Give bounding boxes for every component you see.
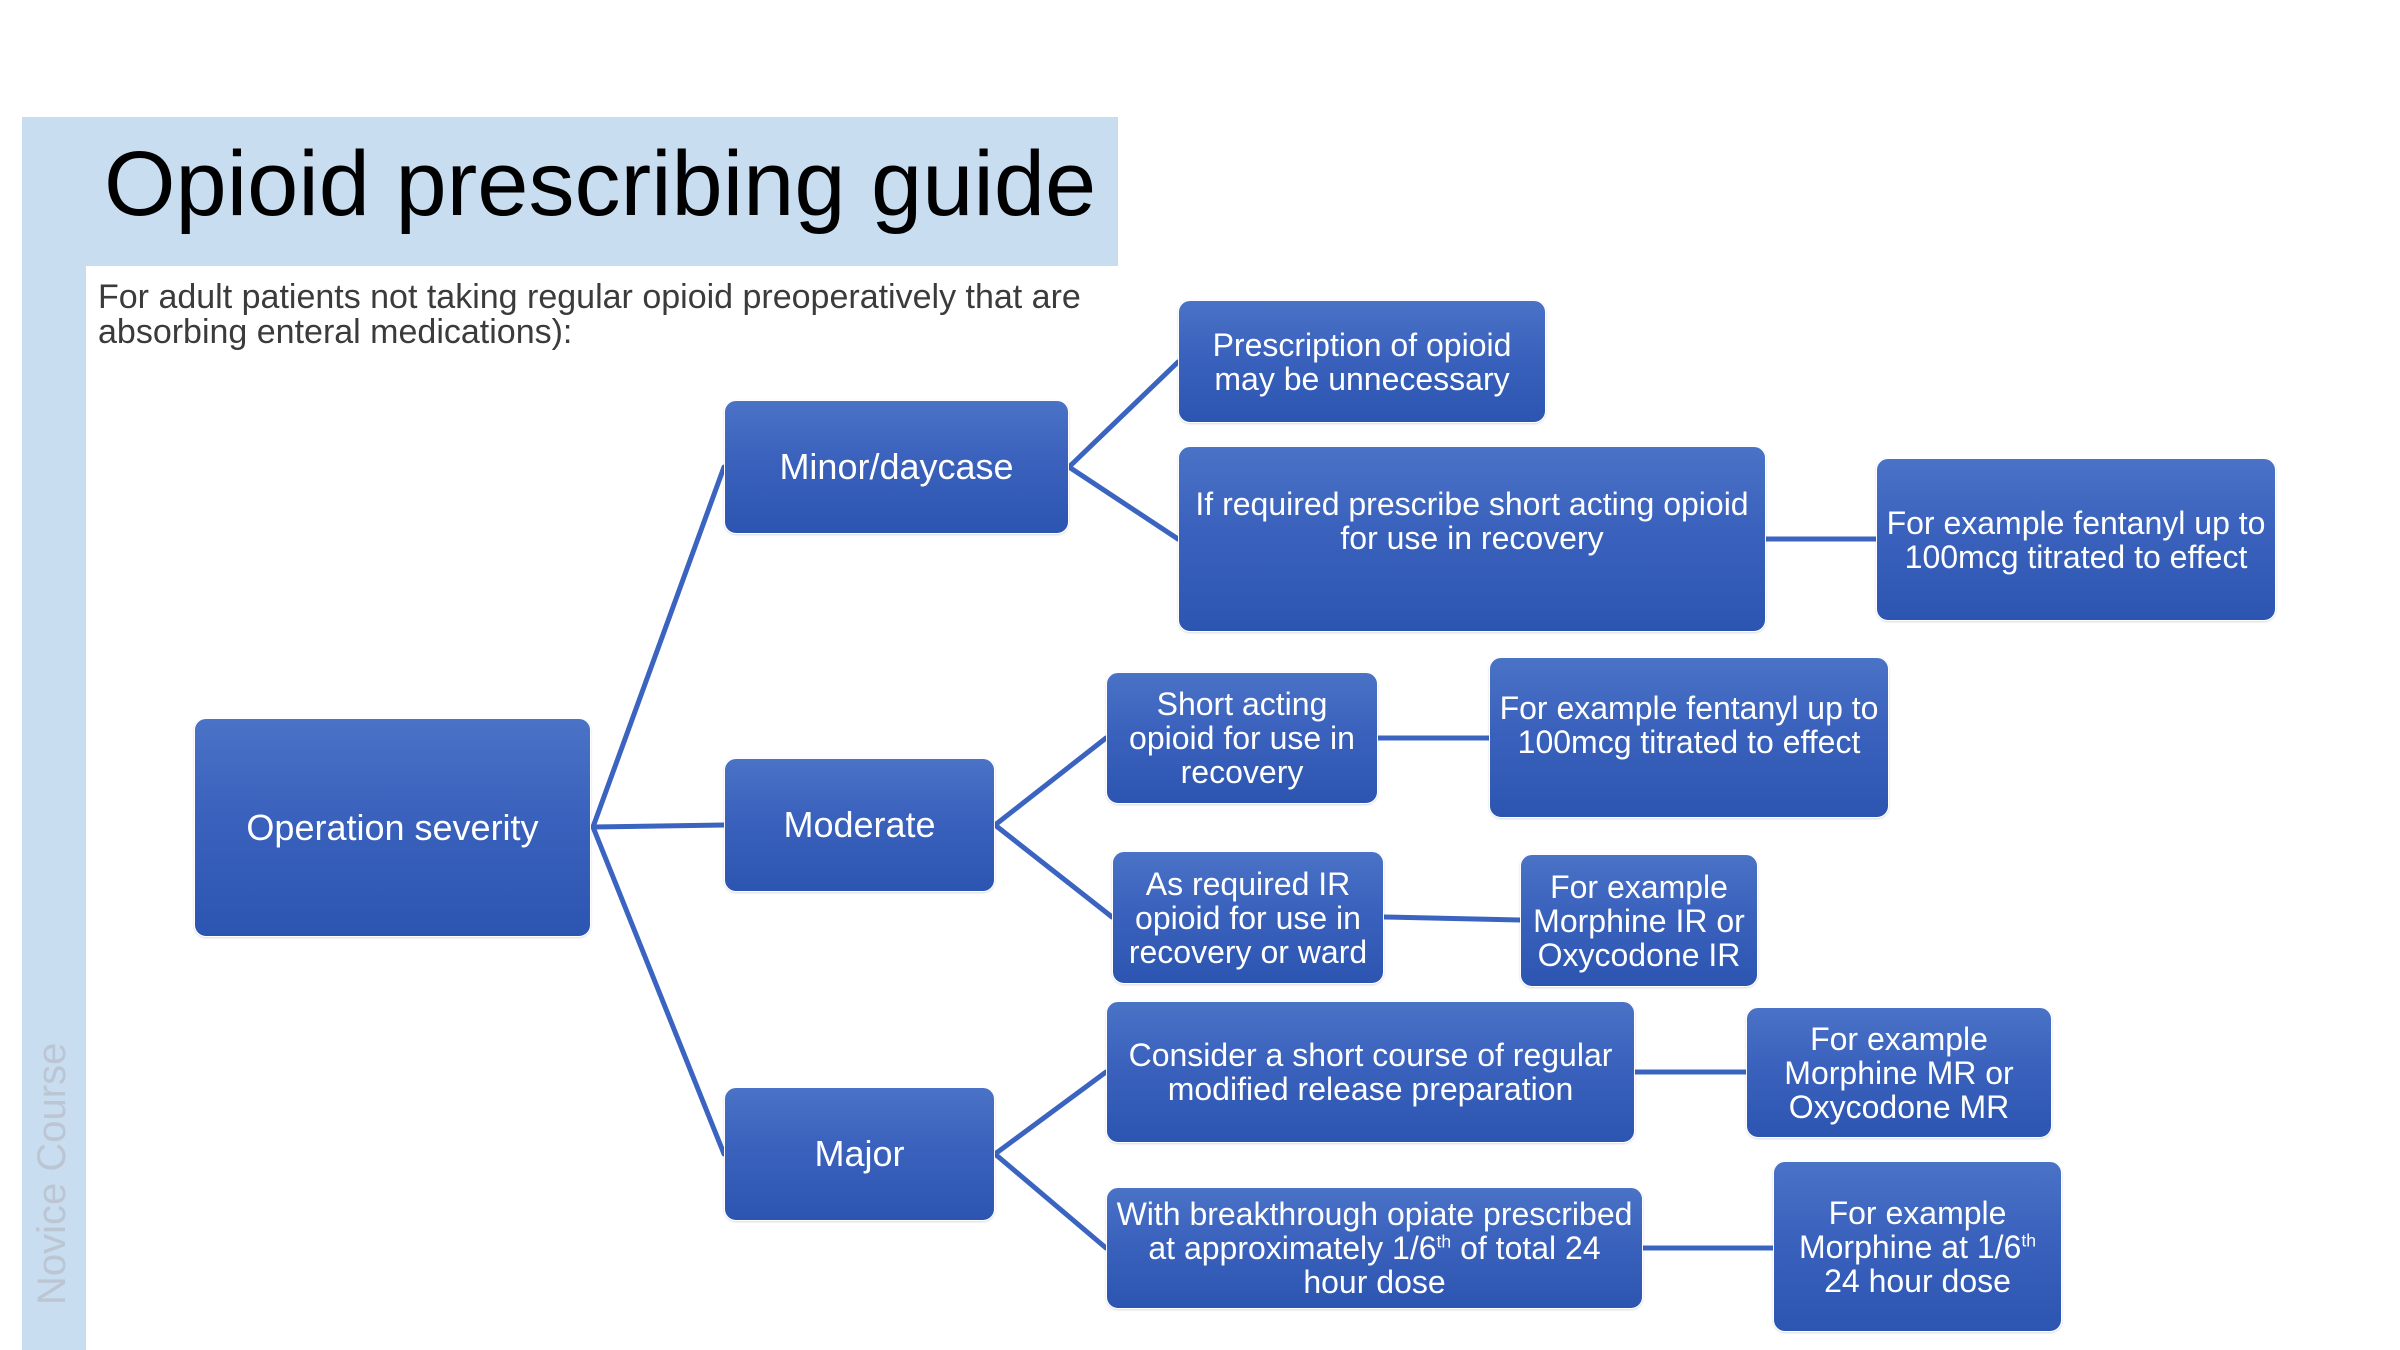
node-label: Short acting opioid for use in recovery: [1129, 686, 1355, 790]
node-minor-short-acting: If required prescribe short acting opioi…: [1178, 446, 1766, 632]
node-major: Major: [724, 1087, 995, 1221]
node-minor-daycase: Minor/daycase: [724, 400, 1069, 534]
connector-major-b: [992, 1151, 1109, 1251]
node-label: Minor/daycase: [779, 446, 1014, 487]
connector-minor-b: [1066, 464, 1181, 542]
node-label: For example Morphine IR or Oxycodone IR: [1533, 868, 1745, 973]
node-major-example-mr: For example Morphine MR or Oxycodone MR: [1746, 1007, 2052, 1138]
node-label: Operation severity: [246, 806, 539, 848]
page-subtitle: For adult patients not taking regular op…: [98, 278, 1081, 351]
connector-moderate-b-example: [1381, 914, 1523, 923]
node-minor-example-fentanyl: For example fentanyl up to 100mcg titrat…: [1876, 458, 2276, 621]
node-label: Prescription of opioid may be unnecessar…: [1212, 326, 1512, 397]
node-moderate-ir-opioid: As required IR opioid for use in recover…: [1112, 851, 1384, 984]
node-major-example-morphine: For example Morphine at 1/6th 24 hour do…: [1773, 1161, 2062, 1332]
title-band: [22, 117, 1118, 266]
node-major-breakthrough: With breakthrough opiate prescribed at a…: [1106, 1187, 1643, 1309]
node-label: Consider a short course of regular modif…: [1128, 1037, 1613, 1107]
side-strip: [22, 117, 86, 1350]
node-moderate-short-acting: Short acting opioid for use in recovery: [1106, 672, 1378, 804]
node-operation-severity: Operation severity: [194, 718, 591, 937]
connector-root-major: [590, 824, 727, 1157]
node-label: For example fentanyl up to 100mcg titrat…: [1886, 504, 2266, 575]
page-title: Opioid prescribing guide: [104, 133, 1097, 235]
node-label: Major: [814, 1133, 905, 1174]
node-major-modified-release: Consider a short course of regular modif…: [1106, 1001, 1635, 1143]
node-label: As required IR opioid for use in recover…: [1128, 865, 1368, 970]
node-label: If required prescribe short acting opioi…: [1195, 486, 1749, 556]
node-label: With breakthrough opiate prescribed at a…: [1116, 1196, 1633, 1300]
node-moderate-example-ir: For example Morphine IR or Oxycodone IR: [1520, 854, 1758, 987]
connector-moderate-a: [992, 735, 1109, 828]
node-moderate: Moderate: [724, 758, 995, 892]
node-label: For example Morphine at 1/6th 24 hour do…: [1798, 1194, 2037, 1299]
connector-minor-a: [1066, 359, 1181, 470]
connector-major-a: [992, 1069, 1109, 1157]
connector-root-minor: [590, 464, 727, 830]
node-label: Moderate: [783, 804, 936, 845]
node-label: For example Morphine MR or Oxycodone MR: [1784, 1020, 2014, 1125]
connector-root-moderate: [590, 822, 727, 830]
node-moderate-example-fentanyl: For example fentanyl up to 100mcg titrat…: [1489, 657, 1889, 818]
connector-moderate-b: [992, 822, 1115, 920]
node-minor-unnecessary: Prescription of opioid may be unnecessar…: [1178, 300, 1546, 423]
node-label: For example fentanyl up to 100mcg titrat…: [1499, 689, 1879, 760]
